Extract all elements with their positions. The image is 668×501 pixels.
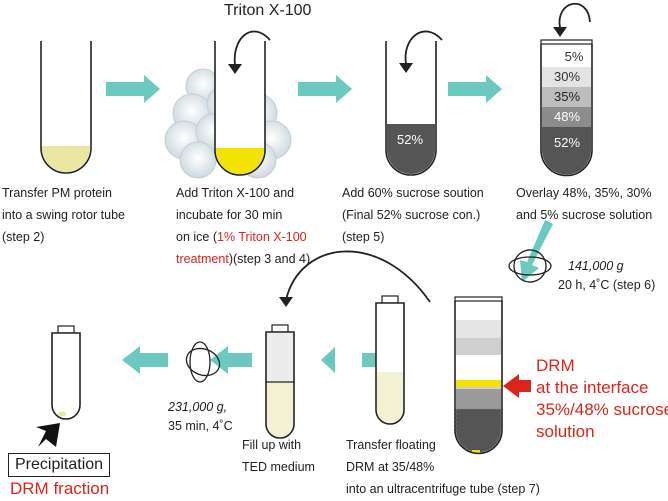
tube-2 [214, 30, 271, 176]
arrow-6-to-7 [321, 347, 376, 373]
tube-7 [375, 295, 405, 425]
reagent-label: Triton X-100 [224, 2, 312, 19]
drm-pointer-arrow [503, 374, 531, 398]
tube-1 [40, 41, 92, 174]
rotation-icon-2 [185, 341, 221, 383]
arrow-7-to-8 [210, 346, 252, 374]
layer-52: 52% [553, 135, 581, 150]
arrow-3-to-4 [448, 75, 502, 103]
drm-fraction-label: DRM fraction [10, 479, 110, 498]
layer-48: 48% [553, 109, 581, 124]
layer-5: 5% [564, 49, 584, 64]
arrow-8-to-9 [122, 346, 168, 374]
tube-9 [51, 325, 81, 420]
layer-35: 35% [553, 89, 581, 104]
layer-30: 30% [553, 69, 581, 84]
arrow-1-to-2 [106, 75, 160, 103]
tube-6-drm [279, 250, 503, 455]
tube-8 [265, 324, 295, 439]
tube-3 [385, 30, 443, 176]
precipitation-arrow [36, 423, 60, 447]
precipitation-box: Precipitation [8, 453, 111, 477]
arrow-2-to-3 [298, 75, 352, 103]
tube-4-gradient [540, 3, 593, 177]
tube3-conc: 52% [396, 132, 424, 147]
rotation-icon-1 [508, 249, 552, 283]
